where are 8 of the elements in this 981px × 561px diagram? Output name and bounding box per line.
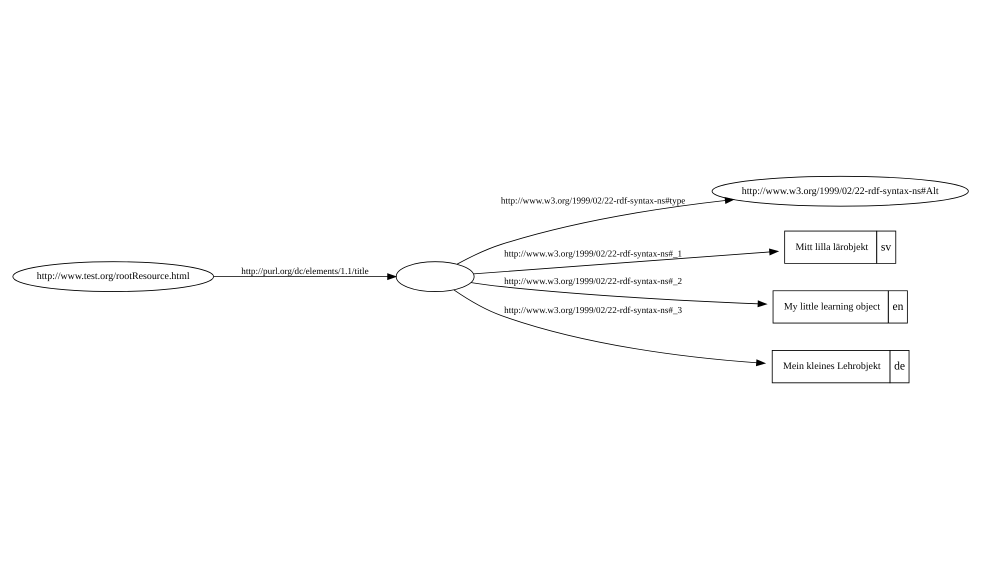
edge-label: http://www.w3.org/1999/02/22-rdf-syntax-ns#_3: [504, 304, 682, 314]
edge-label: http://www.w3.org/1999/02/22-rdf-syntax-ns#type: [500, 195, 686, 206]
edge-label: http://purl.org/dc/elements/1.1/title: [241, 265, 369, 276]
node-label: sv: [880, 240, 892, 253]
edge-label: http://www.w3.org/1999/02/22-rdf-syntax-ns#_2: [504, 275, 682, 286]
node-label: de: [894, 359, 906, 372]
node-label: en: [892, 299, 904, 312]
edge-label: http://www.w3.org/1999/02/22-rdf-syntax-ns#_1: [504, 248, 682, 258]
